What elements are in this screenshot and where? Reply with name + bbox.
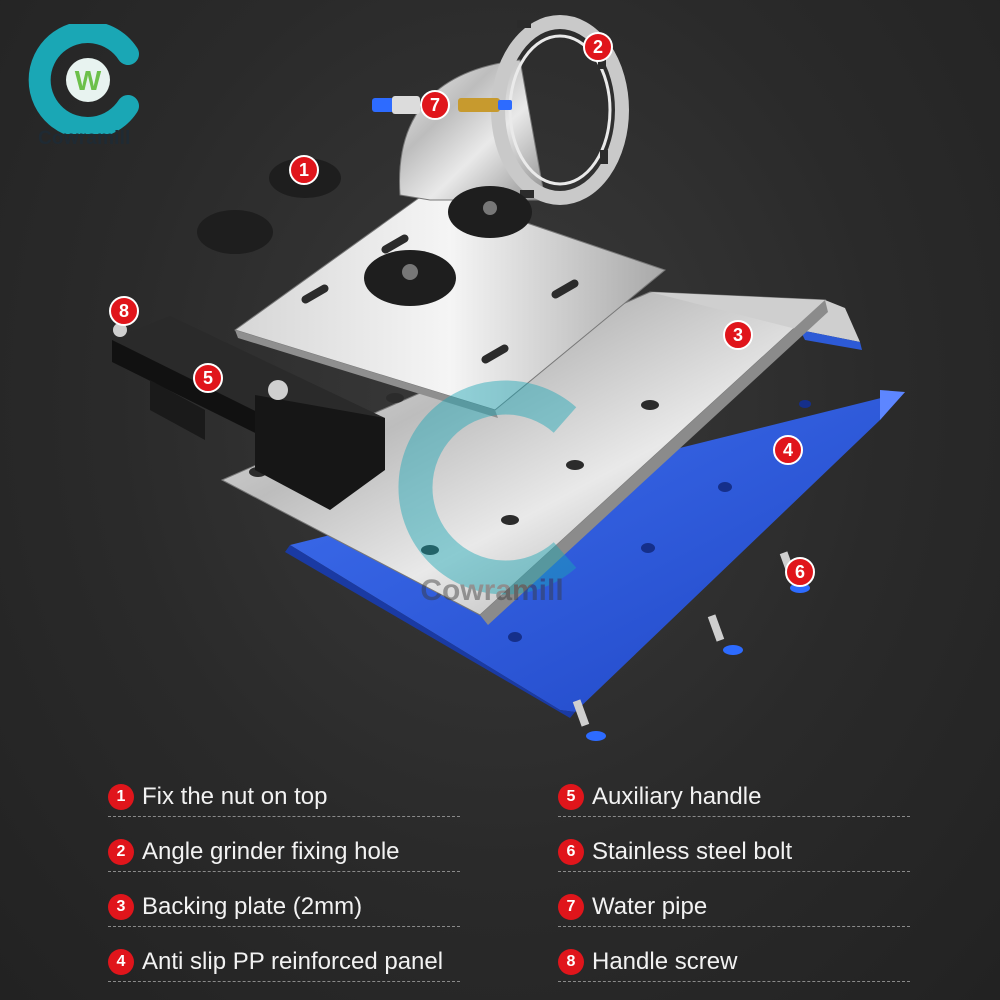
- legend-item-2: 2 Angle grinder fixing hole: [108, 832, 460, 872]
- legend-item-3: 3 Backing plate (2mm): [108, 887, 460, 927]
- callout-badge-5: 5: [193, 363, 223, 393]
- anti-slip-panel: [285, 390, 905, 718]
- logo-letter: W: [75, 65, 102, 96]
- cowramill-logo-icon: W: [28, 21, 139, 139]
- callout-badge-2: 2: [583, 32, 613, 62]
- legend-label: Backing plate (2mm): [142, 892, 363, 920]
- legend-number: 2: [108, 838, 134, 865]
- watermark-text: Cowramill: [420, 574, 563, 607]
- backing-plate: [220, 291, 862, 625]
- legend-number: 4: [108, 948, 134, 975]
- legend-item-1: 1 Fix the nut on top: [108, 777, 460, 817]
- legend-item-8: 8 Handle screw: [558, 942, 910, 982]
- callout-badge-3: 3: [723, 320, 753, 350]
- water-pipe-fitting: [372, 96, 512, 114]
- legend-label: Water pipe: [592, 892, 708, 920]
- legend-label: Angle grinder fixing hole: [142, 837, 400, 865]
- watermark: Cowramill: [398, 380, 577, 607]
- brand-logo: W: [28, 21, 158, 154]
- legend-label: Stainless steel bolt: [592, 837, 793, 865]
- legend-number: 7: [558, 893, 584, 920]
- callout-badge-6: 6: [785, 557, 815, 587]
- auxiliary-handle: [112, 316, 385, 510]
- legend-label: Anti slip PP reinforced panel: [142, 947, 444, 975]
- legend-number: 5: [558, 783, 584, 810]
- legend-item-7: 7 Water pipe: [558, 887, 910, 927]
- legend-label: Fix the nut on top: [142, 782, 328, 810]
- legend-item-4: 4 Anti slip PP reinforced panel: [108, 942, 460, 982]
- exploded-view-illustration: Cowramill: [112, 15, 905, 741]
- legend-item-6: 6 Stainless steel bolt: [558, 832, 910, 872]
- legend-number: 1: [108, 783, 134, 810]
- callout-badge-1: 1: [289, 155, 319, 185]
- callout-badge-8: 8: [109, 296, 139, 326]
- brand-name: Cowramill: [38, 128, 131, 149]
- knob-nut: [197, 158, 532, 306]
- legend-label: Handle screw: [592, 947, 738, 975]
- legend-number: 3: [108, 893, 134, 920]
- legend-number: 8: [558, 948, 584, 975]
- callout-badge-7: 7: [420, 90, 450, 120]
- legend-number: 6: [558, 838, 584, 865]
- legend-item-5: 5 Auxiliary handle: [558, 777, 910, 817]
- legend-label: Auxiliary handle: [592, 782, 762, 810]
- callout-badge-4: 4: [773, 435, 803, 465]
